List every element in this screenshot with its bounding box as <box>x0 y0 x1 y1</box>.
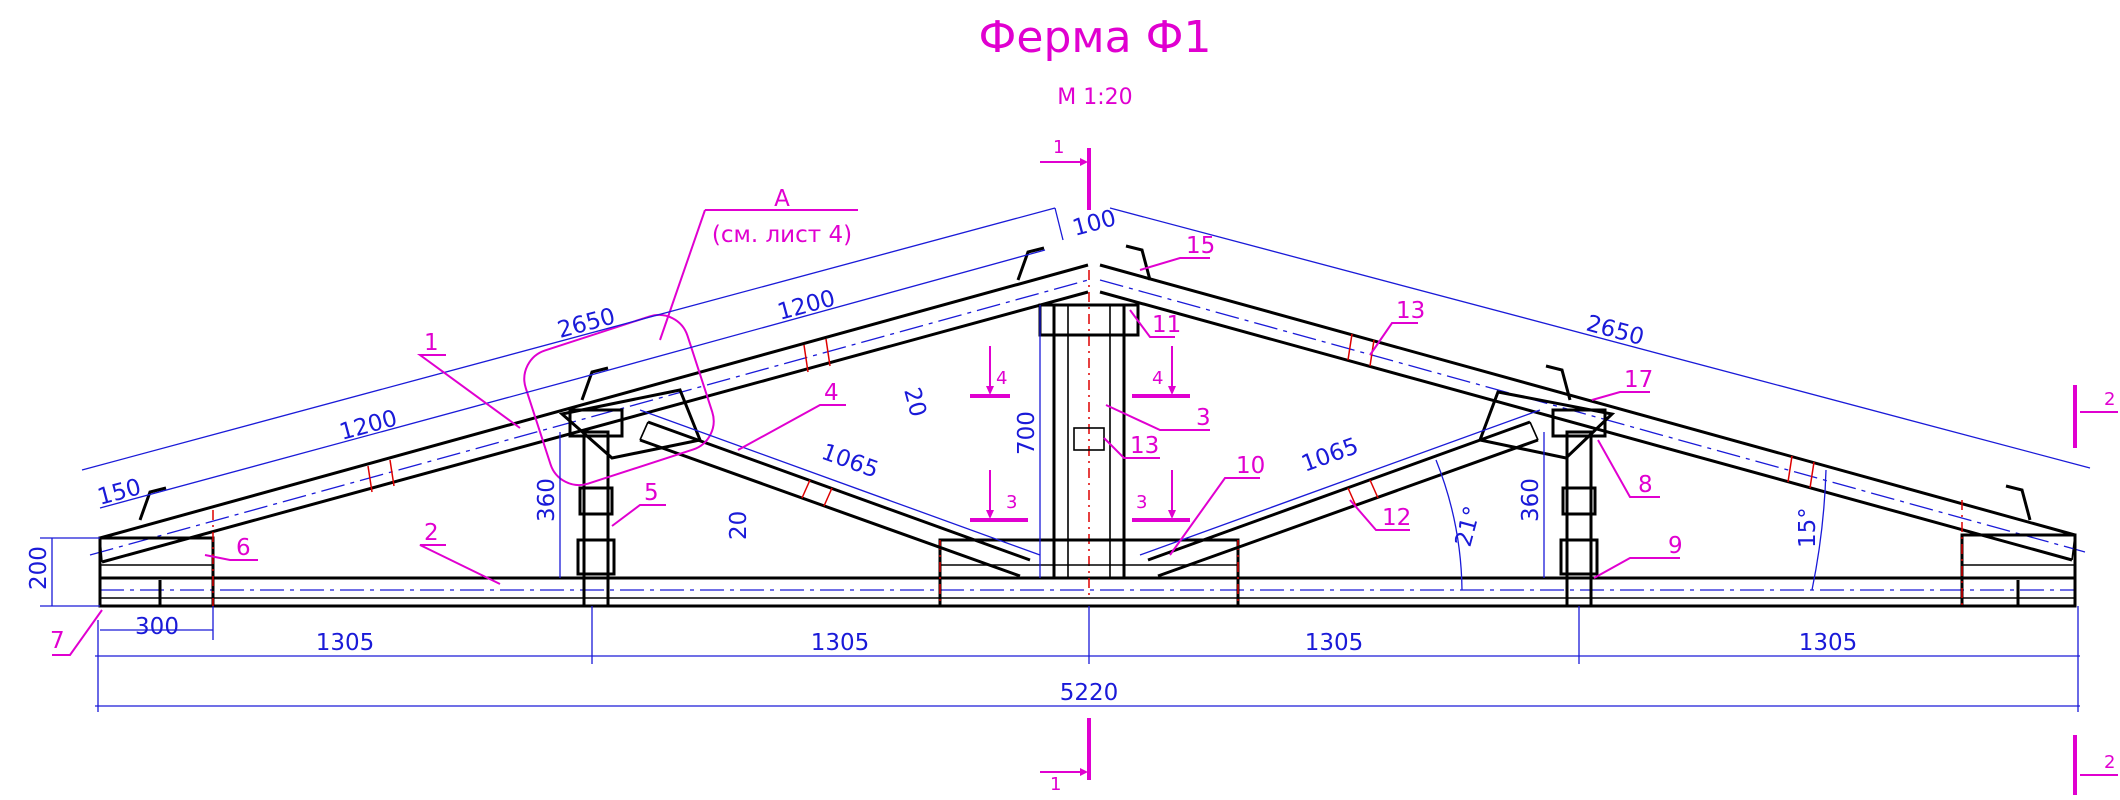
pos-10: 10 <box>1236 453 1265 479</box>
bottom-chord <box>98 576 2077 608</box>
callout-a: А (см. лист 4) <box>523 186 858 487</box>
section-4-left-label: 4 <box>996 368 1007 389</box>
left-gusset <box>558 388 703 460</box>
pos-3: 3 <box>1196 405 1211 431</box>
pos-9: 9 <box>1668 533 1683 559</box>
dim-offset-20-low: 20 <box>726 511 752 540</box>
dim-angle-brace: 21° <box>1451 503 1487 549</box>
pos-11: 11 <box>1152 312 1181 338</box>
pos-17: 17 <box>1624 367 1653 393</box>
section-3-left-label: 3 <box>1006 492 1017 513</box>
dim-support-300: 300 <box>135 614 179 640</box>
pos-1: 1 <box>424 330 439 356</box>
section-2-top-label: 2 <box>2104 389 2115 410</box>
dim-offset-20-top: 20 <box>898 385 931 420</box>
dim-total-span: 5220 <box>1060 680 1119 706</box>
section-1-top-label: 1 <box>1053 137 1064 158</box>
right-diagonal-brace <box>1147 420 1539 578</box>
dim-span-4: 1305 <box>1799 630 1858 656</box>
dim-span-3: 1305 <box>1305 630 1364 656</box>
dim-height-200: 200 <box>26 546 52 590</box>
dim-panel-upper: 1200 <box>775 286 838 326</box>
section-mark-3-left: 3 <box>970 470 1028 522</box>
pos-13-post: 13 <box>1130 433 1159 459</box>
pos-4: 4 <box>824 380 839 406</box>
callout-a-note: (см. лист 4) <box>712 222 852 248</box>
dim-panel-lower: 1200 <box>337 406 400 446</box>
pos-6: 6 <box>236 535 251 561</box>
dim-ridge-100: 100 <box>1070 205 1119 241</box>
section-mark-1-top: 1 <box>1040 137 1091 210</box>
section-mark-4-right: 4 <box>1132 346 1190 398</box>
dim-angle-roof: 15° <box>1795 507 1821 548</box>
section-mark-4-left: 4 <box>970 346 1010 398</box>
left-eave-support <box>98 510 215 608</box>
section-mark-3-right: 3 <box>1132 470 1190 522</box>
callout-a-letter: А <box>774 186 790 212</box>
left-diagonal-brace <box>639 420 1031 578</box>
section-4-right-label: 4 <box>1152 368 1163 389</box>
pos-15: 15 <box>1186 233 1215 259</box>
section-3-right-label: 3 <box>1136 492 1147 513</box>
pos-5: 5 <box>644 480 659 506</box>
section-mark-2-top: 2 <box>2073 385 2118 448</box>
dim-eave-150: 150 <box>95 474 144 510</box>
pos-8: 8 <box>1638 472 1653 498</box>
section-mark-2-bottom: 2 <box>2073 735 2118 795</box>
pos-2: 2 <box>424 520 439 546</box>
right-eave-support <box>1960 500 2077 608</box>
drawing-scale: М 1:20 <box>1057 85 1132 110</box>
pos-13-top: 13 <box>1396 298 1425 324</box>
dim-rafter-right: 2650 <box>1583 311 1646 351</box>
dim-span-1: 1305 <box>316 630 375 656</box>
dim-strut-left: 360 <box>534 478 560 522</box>
dim-brace-left: 1065 <box>818 439 882 483</box>
dim-brace-right: 1065 <box>1298 433 1362 477</box>
section-2-bottom-label: 2 <box>2104 752 2115 773</box>
right-top-chord <box>1099 263 2086 562</box>
right-gusset <box>1477 390 1616 460</box>
purlin-clips <box>138 244 2032 521</box>
dimension-lines <box>40 207 2091 712</box>
position-leaders <box>52 257 1680 656</box>
left-top-chord <box>89 263 1089 564</box>
section-mark-1-bottom: 1 <box>1040 718 1091 795</box>
section-1-bottom-label: 1 <box>1050 774 1061 795</box>
dim-strut-right: 360 <box>1518 478 1544 522</box>
pos-12: 12 <box>1382 505 1411 531</box>
dim-height-700: 700 <box>1014 411 1040 455</box>
drawing-title: Ферма Ф1 <box>979 12 1212 63</box>
pos-7: 7 <box>50 628 65 654</box>
dim-span-2: 1305 <box>811 630 870 656</box>
